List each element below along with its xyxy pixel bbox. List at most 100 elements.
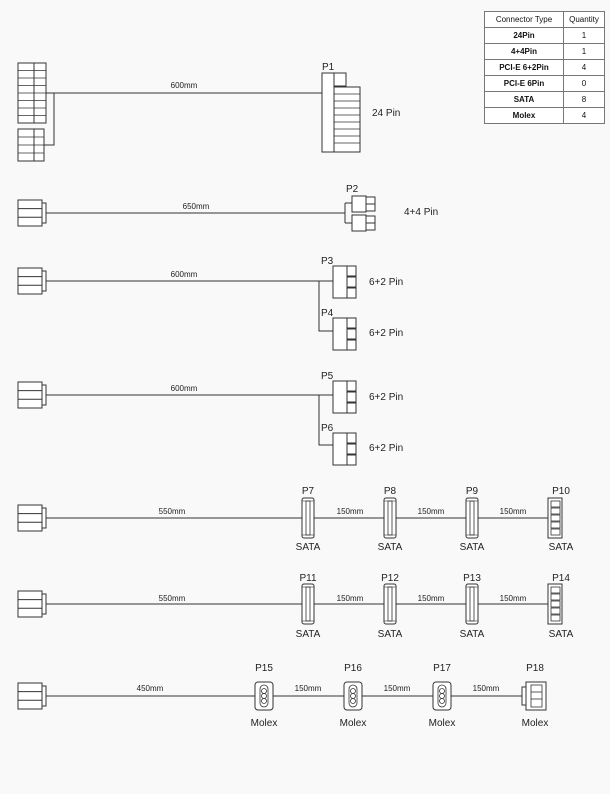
connector-type-cell: Molex — [484, 107, 564, 124]
sata-connector — [383, 497, 397, 539]
connector-id: P18 — [526, 663, 544, 674]
connector-id: P6 — [321, 423, 334, 434]
cable-molex: 450mm 150mm 150mm 150mm P15 P16 P17 P18 … — [17, 663, 549, 729]
length-label: 150mm — [337, 507, 364, 516]
connector-id: P13 — [463, 573, 481, 584]
molex-connector — [254, 681, 274, 711]
connector-id: P11 — [299, 573, 316, 584]
length-label: 600mm — [171, 81, 198, 90]
pcie-connector — [332, 265, 357, 299]
length-label: 550mm — [159, 507, 186, 516]
length-label: 150mm — [418, 507, 445, 516]
quantity-cell: 8 — [563, 91, 605, 108]
connector-id: P15 — [255, 663, 273, 674]
connector-id: P1 — [322, 62, 335, 73]
connector-id: P14 — [552, 573, 570, 584]
length-label: 150mm — [500, 594, 527, 603]
length-label: 150mm — [418, 594, 445, 603]
connector-id: P4 — [321, 308, 334, 319]
sata-connector — [547, 497, 563, 539]
connector-label: 6+2 Pin — [369, 443, 403, 454]
connector-id: P12 — [381, 573, 399, 584]
length-label: 150mm — [337, 594, 364, 603]
connector-id: P2 — [346, 184, 359, 195]
sata-connector — [301, 583, 315, 625]
quantity-cell: 4 — [563, 59, 605, 76]
length-label: 650mm — [183, 202, 210, 211]
cable-sata-1: 550mm 150mm 150mm 150mm P7 P8 P9 P10 SAT… — [17, 486, 574, 553]
cpu-connector-4plus4 — [351, 195, 376, 232]
connector-type-cell: 24Pin — [484, 27, 564, 44]
connector-label: SATA — [378, 542, 403, 553]
length-label: 150mm — [500, 507, 527, 516]
length-label: 150mm — [473, 684, 500, 693]
connector-label: Molex — [251, 718, 278, 729]
connector-id: P5 — [321, 371, 334, 382]
length-label: 600mm — [171, 384, 198, 393]
connector-label: Molex — [340, 718, 367, 729]
psu-connector-20pin — [17, 62, 47, 124]
cable-pcie-1: 600mm P3 6+2 Pin P4 6+2 Pin — [17, 256, 403, 351]
connector-label: SATA — [549, 629, 574, 640]
sata-connector — [301, 497, 315, 539]
length-label: 550mm — [159, 594, 186, 603]
connector-label: 6+2 Pin — [369, 277, 403, 288]
pcie-connector — [332, 317, 357, 351]
sata-connector — [465, 497, 479, 539]
connector-label: SATA — [460, 629, 485, 640]
connector-id: P9 — [466, 486, 479, 497]
quantity-cell: 4 — [563, 107, 605, 124]
connector-label: 24 Pin — [372, 108, 400, 119]
connector-type-cell: SATA — [484, 91, 564, 108]
molex-connector — [432, 681, 452, 711]
connector-label: Molex — [522, 718, 549, 729]
connector-id: P3 — [321, 256, 334, 267]
length-label: 150mm — [295, 684, 322, 693]
cable-pcie-2: 600mm P5 6+2 Pin P6 6+2 Pin — [17, 371, 403, 466]
sata-connector — [547, 583, 563, 625]
connector-label: 6+2 Pin — [369, 392, 403, 403]
connector-label: SATA — [549, 542, 574, 553]
pcie-connector — [332, 380, 357, 414]
cable-4plus4pin: 650mm P2 4+4 Pin — [17, 184, 438, 232]
connector-id: P7 — [302, 486, 315, 497]
length-label: 600mm — [171, 270, 198, 279]
cable-24pin: 600mm P1 24 Pin — [17, 62, 400, 162]
connector-label: 4+4 Pin — [404, 207, 438, 218]
connector-label: SATA — [296, 542, 321, 553]
column-header: Connector Type — [484, 11, 564, 28]
column-header: Quantity — [563, 11, 605, 28]
molex-connector — [343, 681, 363, 711]
connector-label: SATA — [378, 629, 403, 640]
sata-connector — [465, 583, 479, 625]
connector-id: P8 — [384, 486, 397, 497]
psu-connector-4pin — [17, 128, 45, 162]
connector-id: P10 — [552, 486, 570, 497]
connector-label: SATA — [296, 629, 321, 640]
connector-type-cell: PCI-E 6+2Pin — [484, 59, 564, 76]
sata-connector — [383, 583, 397, 625]
quantity-cell: 1 — [563, 43, 605, 60]
quantity-cell: 0 — [563, 75, 605, 92]
connector-type-cell: 4+4Pin — [484, 43, 564, 60]
quantity-cell: 1 — [563, 27, 605, 44]
mb-connector-24pin — [321, 72, 361, 153]
pcie-connector — [332, 432, 357, 466]
connector-label: SATA — [460, 542, 485, 553]
connector-id: P16 — [344, 663, 362, 674]
length-label: 450mm — [137, 684, 164, 693]
connector-label: Molex — [429, 718, 456, 729]
connector-label: 6+2 Pin — [369, 328, 403, 339]
table-header-row: Connector Type Quantity — [484, 11, 605, 28]
connector-type-cell: PCI-E 6Pin — [484, 75, 564, 92]
length-label: 150mm — [384, 684, 411, 693]
molex-connector — [521, 681, 547, 711]
